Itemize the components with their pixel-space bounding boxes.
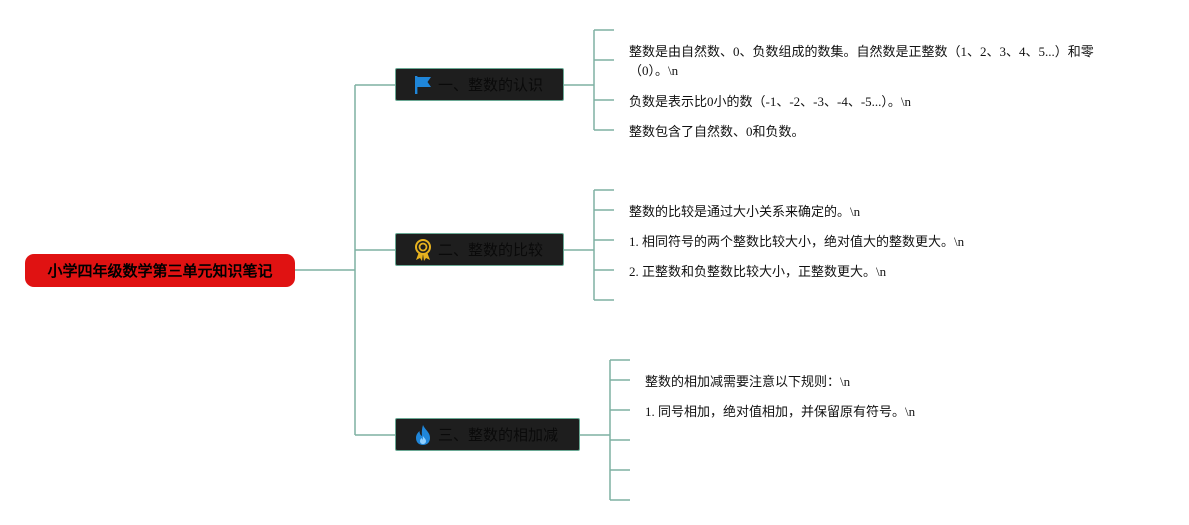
branch-label: 一、整数的认识 xyxy=(438,76,544,94)
note-item[interactable]: 1. 同号相加，绝对值相加，并保留原有符号。\n xyxy=(645,404,916,419)
note-item[interactable]: 负数是表示比0小的数（-1、-2、-3、-4、-5...）。\n xyxy=(629,94,912,109)
branch-label: 三、整数的相加减 xyxy=(438,426,559,444)
note-item[interactable]: 整数是由自然数、0、负数组成的数集。自然数是正整数（1、2、3、4、5...）和… xyxy=(629,44,1094,78)
note-item[interactable]: 整数包含了自然数、0和负数。 xyxy=(629,124,805,139)
note-item[interactable]: 1. 相同符号的两个整数比较大小，绝对值大的整数更大。\n xyxy=(629,234,965,249)
flag-icon xyxy=(412,74,434,96)
award-ribbon-icon xyxy=(412,238,434,261)
root-topic[interactable]: 小学四年级数学第三单元知识笔记 xyxy=(25,254,295,287)
note-item[interactable]: 2. 正整数和负整数比较大小，正整数更大。\n xyxy=(629,264,887,279)
branch-integer-add-subtract[interactable]: 三、整数的相加减 xyxy=(395,418,580,451)
flame-icon xyxy=(412,424,434,446)
branch-integer-comparison[interactable]: 二、整数的比较 xyxy=(395,233,564,266)
note-item[interactable]: 整数的相加减需要注意以下规则：\n xyxy=(645,374,851,389)
note-item[interactable]: 整数的比较是通过大小关系来确定的。\n xyxy=(629,204,861,219)
branch-label: 二、整数的比较 xyxy=(438,241,544,259)
branch-integer-recognition[interactable]: 一、整数的认识 xyxy=(395,68,564,101)
root-title: 小学四年级数学第三单元知识笔记 xyxy=(47,262,273,280)
